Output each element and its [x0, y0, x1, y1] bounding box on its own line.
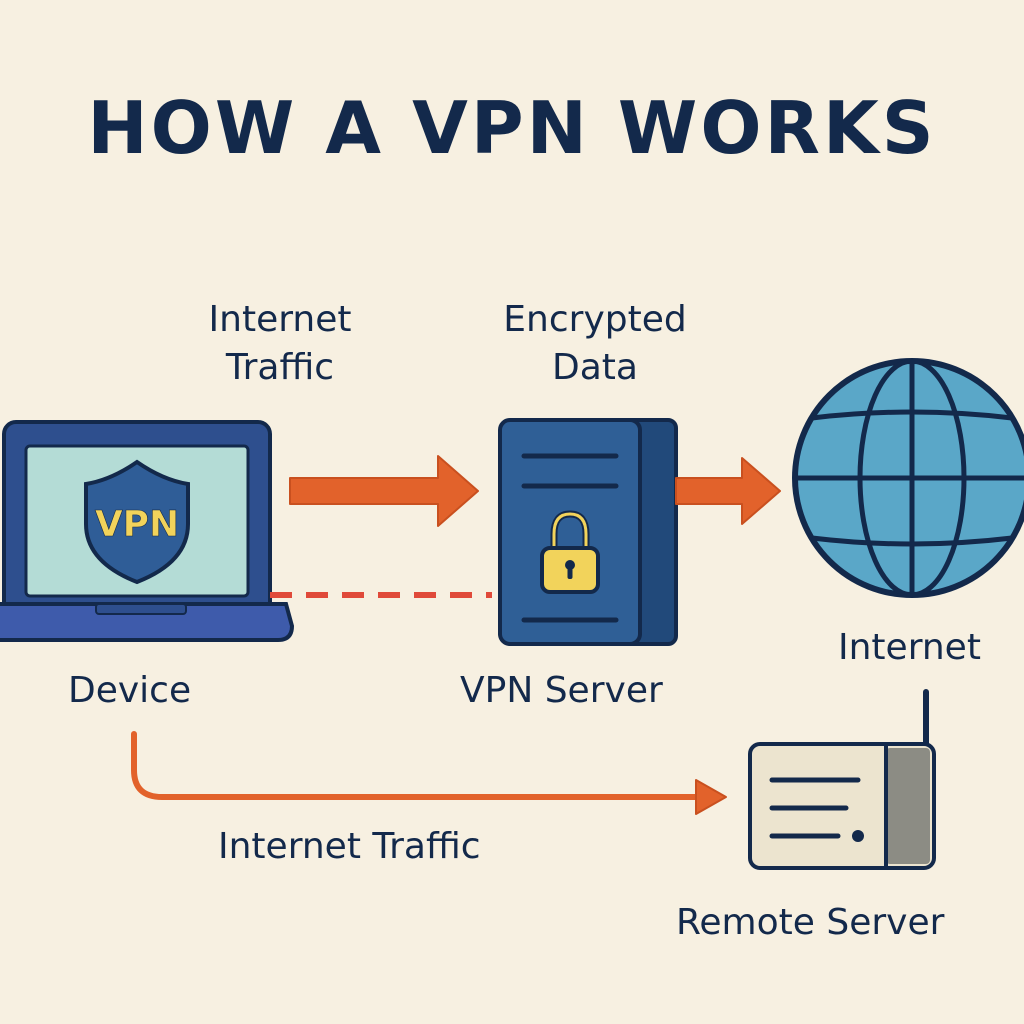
node-label-remote-server: Remote Server [676, 902, 945, 943]
edge-label-line: Encrypted [503, 299, 687, 340]
server-front [498, 418, 642, 646]
edge-label-line: Traffic [225, 347, 335, 388]
router-led [852, 830, 864, 842]
laptop-icon: VPN [0, 420, 295, 642]
node-label-vpn-server: VPN Server [460, 670, 663, 711]
arrow-device-to-remote [131, 731, 727, 815]
edge-label-device-to-vpn: Internet Traffic [170, 296, 390, 392]
globe-icon [792, 358, 1024, 598]
shield-icon [84, 459, 190, 585]
laptop-base [0, 602, 295, 642]
edge-label-line: Data [552, 347, 638, 388]
edge-label-vpn-to-internet: Encrypted Data [470, 296, 720, 392]
arrow-vpn-to-internet [675, 457, 781, 525]
laptop-trackpad-notch [95, 603, 187, 615]
page-title: HOW A VPN WORKS [87, 86, 937, 170]
node-label-device: Device [68, 670, 192, 711]
node-label-internet: Internet [838, 627, 981, 668]
edge-label-line: Internet [208, 299, 352, 340]
edge-label-device-to-remote: Internet Traffic [218, 826, 481, 867]
server-icon [498, 418, 678, 646]
padlock-icon [540, 510, 600, 594]
router-icon [748, 689, 936, 870]
arrow-device-to-vpn [289, 455, 479, 527]
device-screen-text: VPN [95, 504, 179, 545]
router-side-panel [886, 748, 930, 864]
